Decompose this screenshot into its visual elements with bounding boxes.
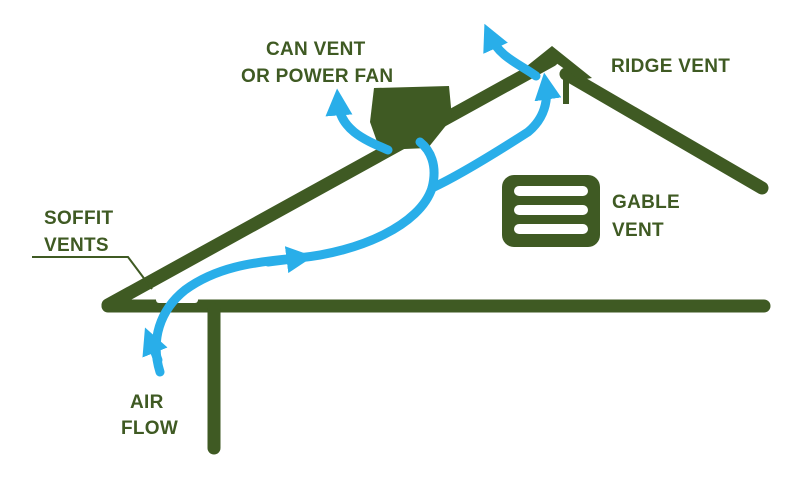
right-roof-slope	[559, 67, 769, 195]
airflow-can-vent-exhaust	[325, 88, 393, 155]
can-vent-box	[370, 86, 452, 150]
soffit-leader-line	[32, 256, 153, 290]
air-flow-label-line1: AIR	[130, 392, 164, 413]
gable-vent-label-line2: VENT	[612, 220, 664, 241]
airflow-intake-arrowhead	[142, 327, 168, 365]
soffit-vents-label-line1: SOFFIT	[44, 208, 113, 229]
gable-vent-slat-3	[514, 224, 588, 234]
house-structure	[101, 53, 771, 455]
eave-tip	[103, 293, 118, 312]
airflow-arrows	[142, 23, 562, 377]
gable-vent-label-line1: GABLE	[612, 192, 680, 213]
airflow-mid-arrow	[263, 246, 314, 274]
airflow-ridge-branch	[427, 72, 562, 193]
soffit-vents-label-line2: VENTS	[44, 235, 109, 256]
gable-vent	[502, 175, 600, 247]
ridge-vent-label: RIDGE VENT	[611, 56, 730, 77]
gable-vent-slat-2	[514, 205, 588, 215]
can-vent-label-line2: OR POWER FAN	[241, 66, 393, 87]
airflow-ridge-exhaust	[483, 23, 541, 81]
left-roof-slope	[101, 53, 559, 312]
air-flow-label-line2: FLOW	[121, 418, 178, 439]
gable-vent-slat-1	[514, 186, 588, 196]
can-vent-label-line1: CAN VENT	[266, 39, 366, 60]
